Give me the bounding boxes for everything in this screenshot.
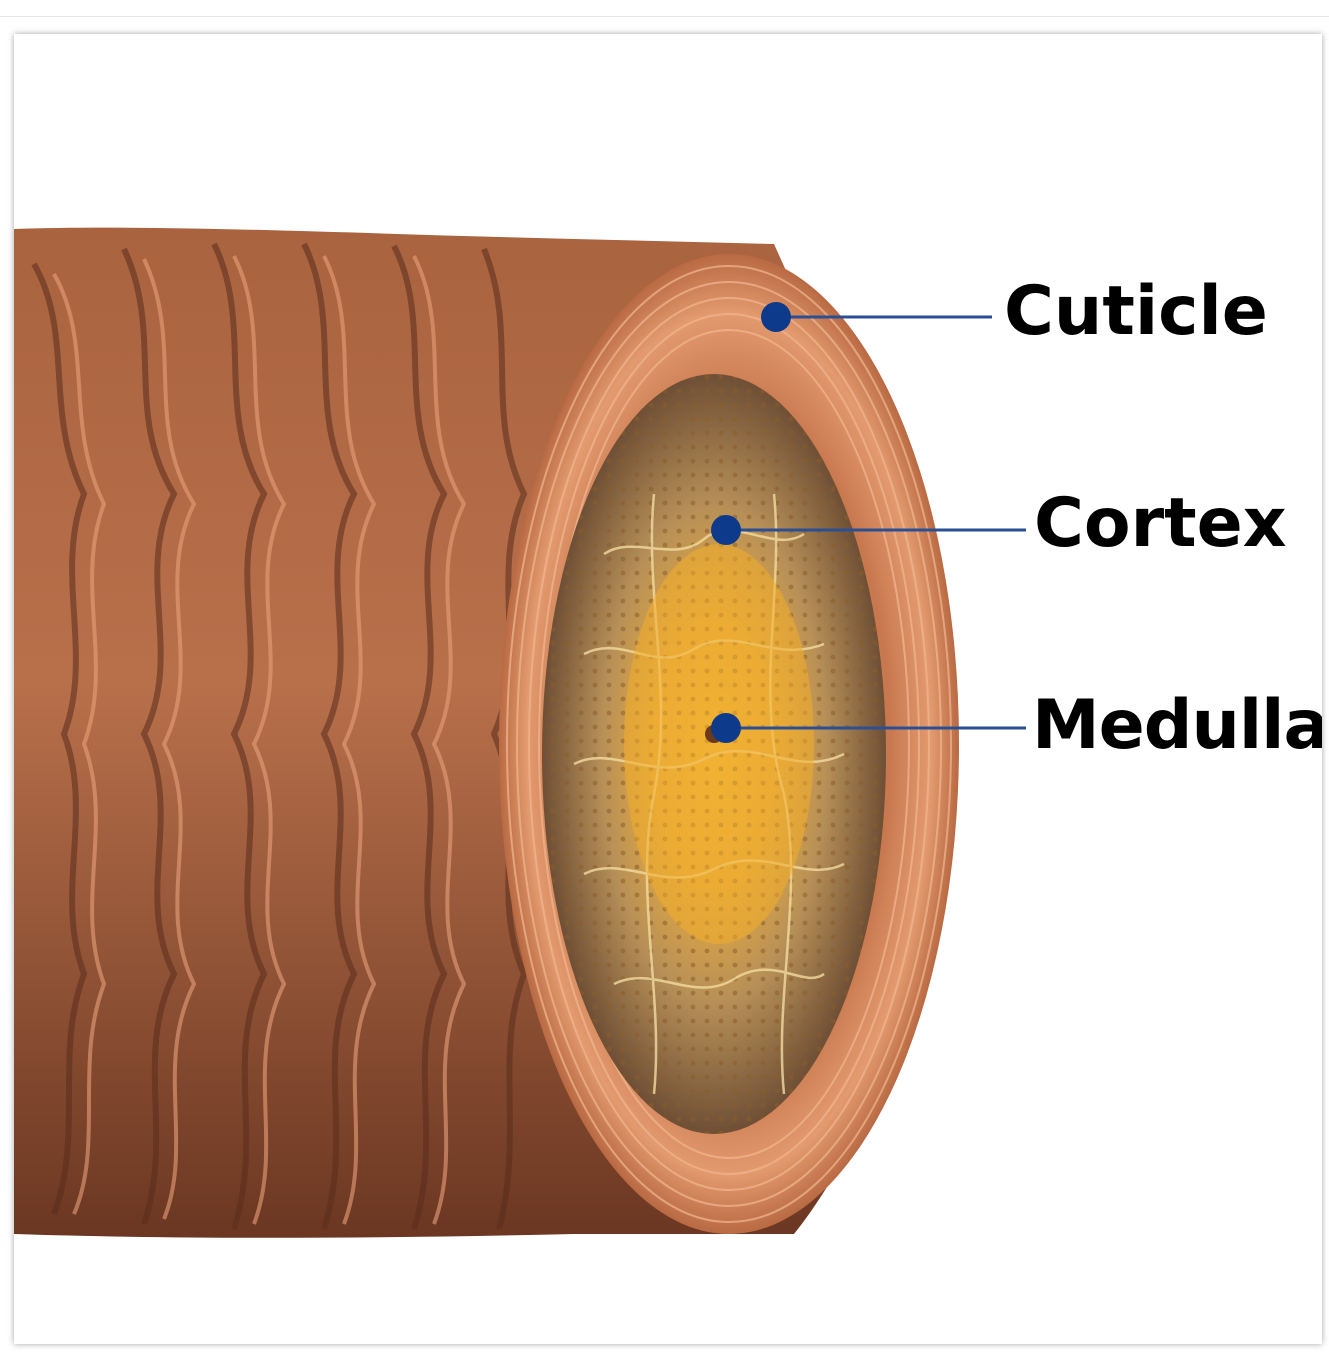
leader-dot-cortex bbox=[711, 515, 741, 545]
leader-dot-cuticle bbox=[761, 302, 791, 332]
label-medulla: Medulla bbox=[1032, 692, 1322, 760]
top-divider bbox=[0, 16, 1329, 17]
label-cortex: Cortex bbox=[1034, 490, 1287, 558]
medulla bbox=[624, 544, 814, 944]
diagram-frame: Cuticle Cortex Medulla bbox=[14, 34, 1322, 1344]
leader-dot-medulla bbox=[711, 713, 741, 743]
label-cuticle: Cuticle bbox=[1004, 278, 1268, 346]
